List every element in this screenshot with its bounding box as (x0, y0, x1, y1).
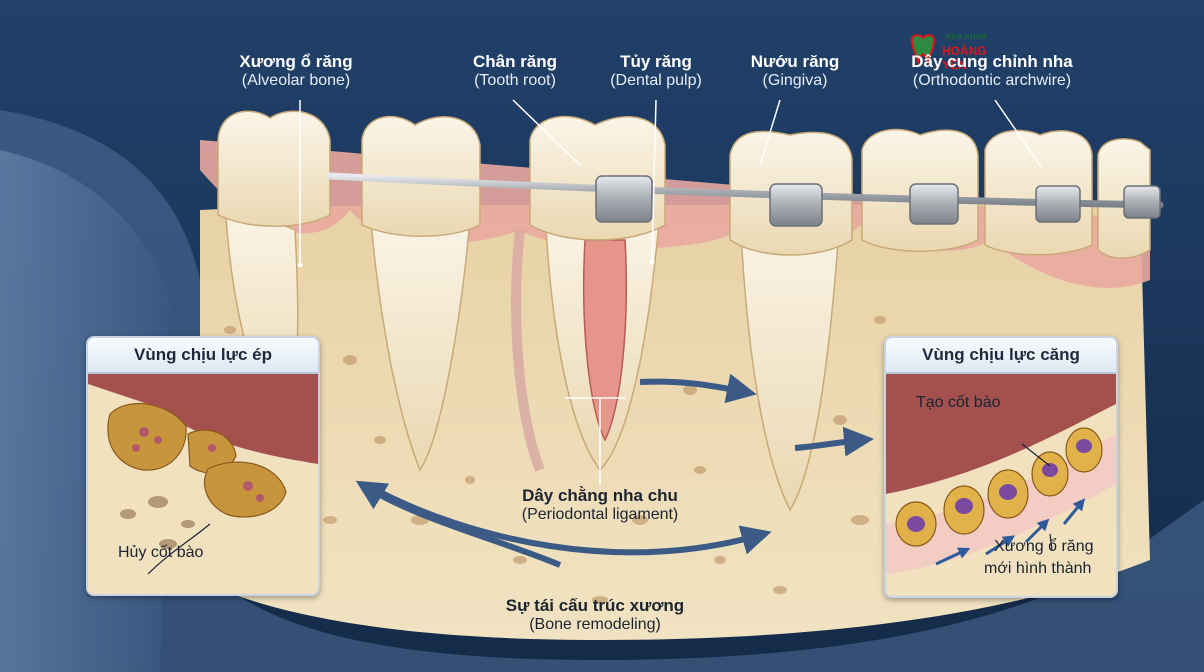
label-ligament-en: (Periodontal ligament) (521, 505, 679, 523)
inset-tension-caption-bottom-1: Xương ổ răng (994, 538, 1094, 555)
label-gingiva: Nướu răng (Gingiva) (730, 52, 860, 90)
label-dental-pulp-en: (Dental pulp) (610, 71, 702, 89)
label-tooth-root-vi: Chân răng (472, 52, 558, 71)
tooth-logo-icon (910, 34, 936, 65)
label-archwire-en: (Orthodontic archwire) (912, 71, 1072, 89)
label-tooth-root-en: (Tooth root) (474, 71, 556, 89)
inset-tension-caption-bottom-2: mới hình thành (984, 560, 1092, 577)
bone-pores (222, 316, 886, 604)
movement-arrow-lower (794, 426, 874, 457)
label-remodeling-vi: Sự tái cấu trúc xương (505, 596, 685, 615)
inset-tension: Vùng chịu lực căng (884, 336, 1118, 598)
brand-line-2: HOÀNG YẾN (942, 44, 987, 72)
inset-compression-caption: Hủy cốt bào (118, 544, 204, 561)
label-ligament: Dây chằng nha chu (Periodontal ligament) (488, 486, 712, 524)
tension-illustration (886, 374, 1116, 596)
label-remodeling-en: (Bone remodeling) (529, 615, 661, 633)
ligament-fibers (511, 229, 545, 472)
inset-tension-caption-top: Tạo cốt bào (916, 394, 1001, 411)
remodeling-arrow-back (355, 480, 562, 568)
leader-lines (299, 99, 1043, 485)
compression-illustration (88, 374, 318, 594)
label-dental-pulp: Tủy răng (Dental pulp) (590, 52, 722, 90)
inset-compression: Vùng chịu lực ép Hủy cốt bào (86, 336, 320, 596)
inset-tension-title: Vùng chịu lực căng (886, 338, 1116, 374)
inset-compression-title: Vùng chịu lực ép (88, 338, 318, 374)
label-archwire: Dây cung chỉnh nha (Orthodontic archwire… (892, 52, 1092, 90)
pulp-shape (582, 239, 628, 442)
label-alveolar-bone-vi: Xương ổ răng (239, 52, 353, 71)
label-gingiva-vi: Nướu răng (750, 52, 840, 71)
brand-line-1: NHA KHOA (946, 34, 988, 41)
movement-arrow-upper (639, 373, 757, 404)
label-alveolar-bone-en: (Alveolar bone) (241, 71, 351, 89)
label-alveolar-bone: Xương ổ răng (Alveolar bone) (216, 52, 376, 90)
label-gingiva-en: (Gingiva) (762, 71, 828, 89)
label-ligament-vi: Dây chằng nha chu (522, 486, 678, 505)
label-dental-pulp-vi: Tủy răng (620, 52, 692, 71)
label-archwire-vi: Dây cung chỉnh nha (911, 52, 1073, 71)
label-tooth-root: Chân răng (Tooth root) (440, 52, 590, 90)
brand-logo: NHA KHOA HOÀNG YẾN (906, 30, 992, 72)
brackets (595, 175, 1161, 227)
label-remodeling: Sự tái cấu trúc xương (Bone remodeling) (480, 596, 710, 634)
